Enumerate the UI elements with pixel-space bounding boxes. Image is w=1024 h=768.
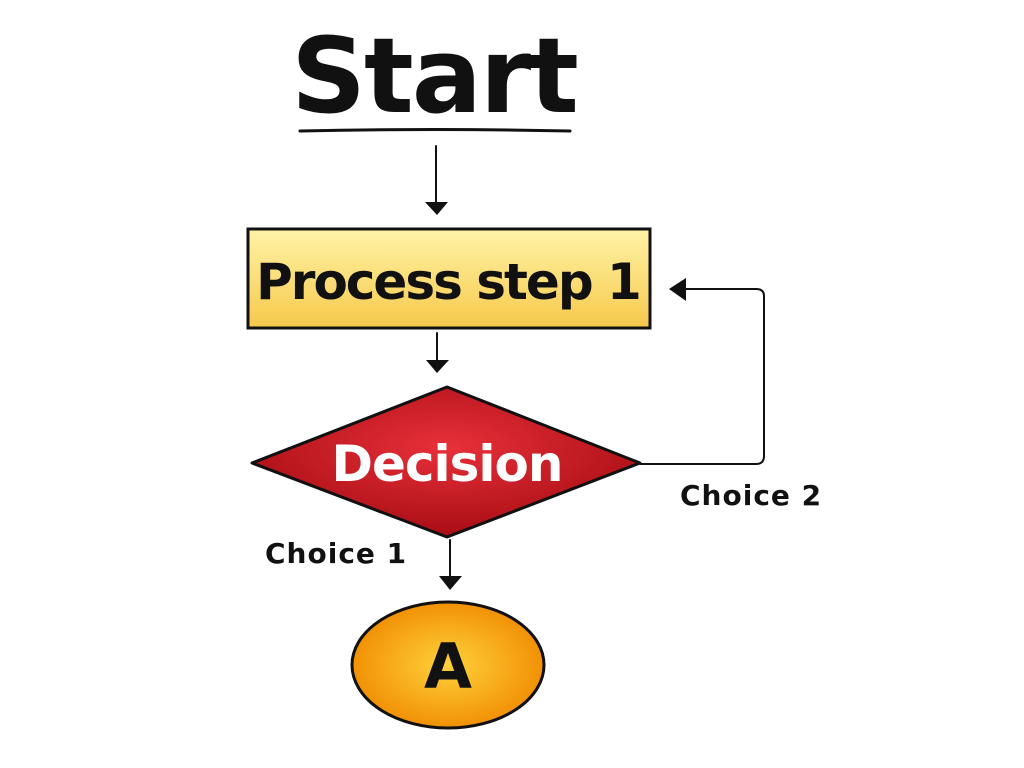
decision-diamond — [250, 385, 642, 539]
connector-decision-to-terminal — [439, 539, 462, 590]
decision-node: Decision — [250, 385, 642, 539]
arrowhead-icon — [669, 278, 686, 301]
process-box — [246, 227, 652, 330]
start-label: Start — [291, 15, 577, 137]
terminal-label: A — [424, 630, 472, 703]
start-node: Start — [291, 15, 579, 137]
process-label: Process step 1 — [256, 253, 640, 311]
connector-start-to-process — [425, 145, 448, 215]
arrowhead-icon — [425, 202, 448, 215]
connector-decision-loop-back — [639, 278, 765, 465]
arrowhead-icon — [426, 360, 449, 373]
terminal-ellipse — [350, 600, 546, 730]
decision-label: Decision — [331, 435, 562, 493]
arrowhead-icon — [439, 576, 462, 590]
connector-process-to-decision — [426, 332, 449, 373]
choice-2-label: Choice 2 — [680, 479, 822, 512]
choice-1-label: Choice 1 — [265, 537, 407, 570]
start-underline — [298, 128, 572, 133]
terminal-node: A — [350, 600, 546, 730]
process-node: Process step 1 — [246, 227, 652, 330]
